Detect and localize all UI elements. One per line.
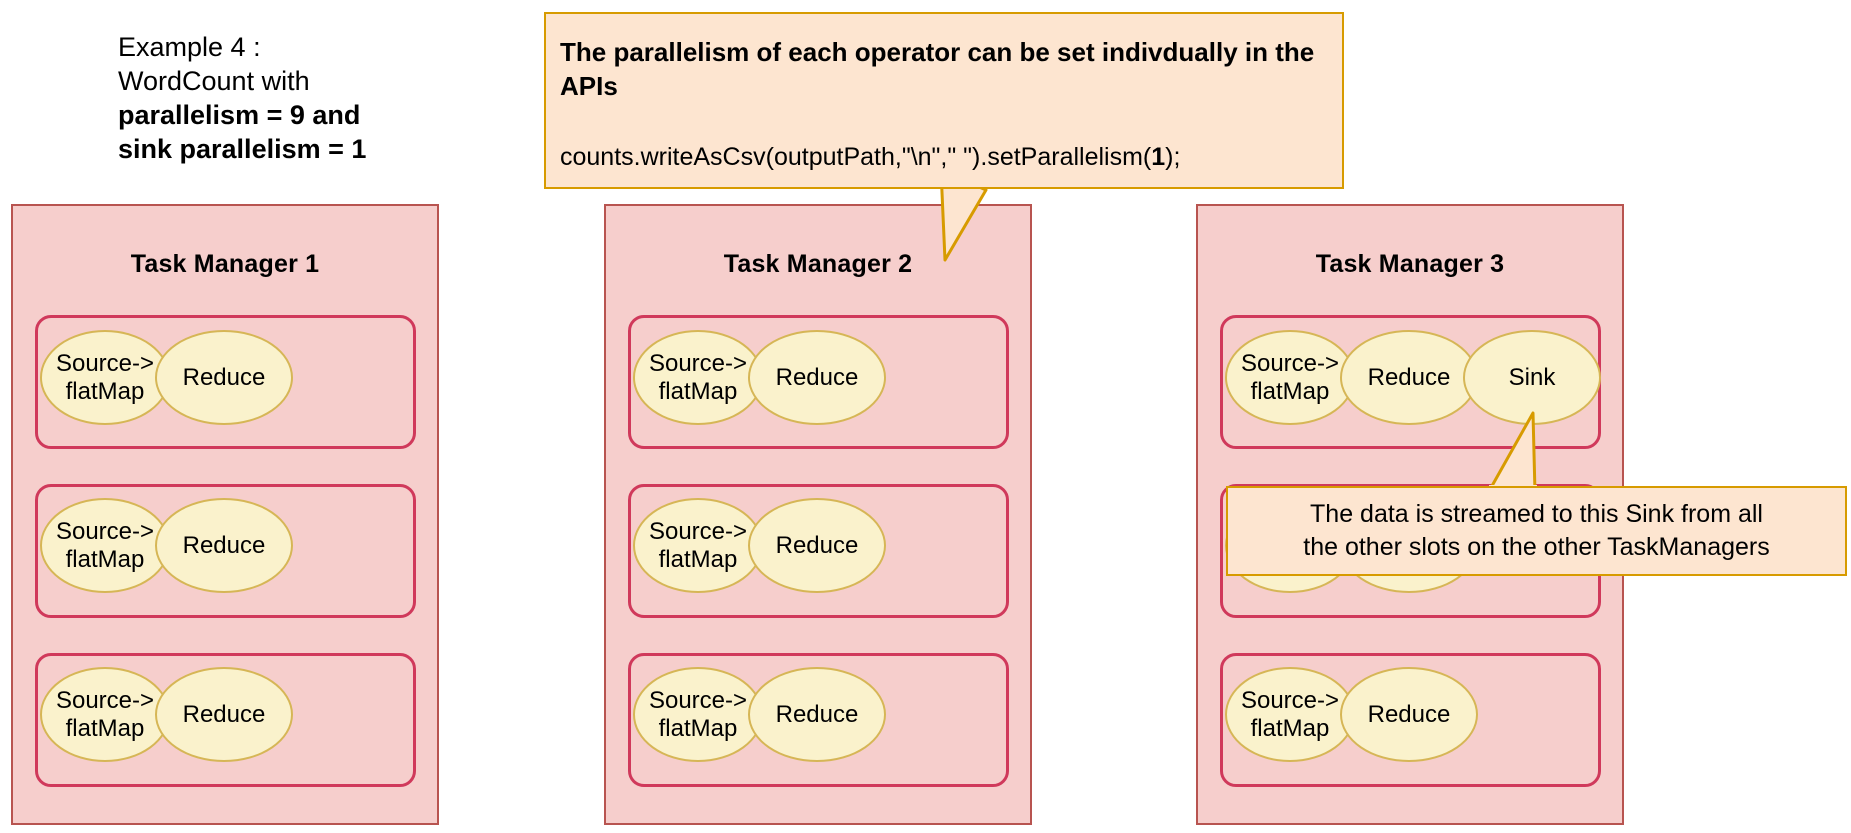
operator-reduce[interactable]: Reduce — [155, 330, 293, 425]
callout-api-code-prefix: counts.writeAsCsv(outputPath,"\n"," ").s… — [560, 142, 1152, 171]
operator-reduce[interactable]: Reduce — [1340, 667, 1478, 762]
operator-source-flatmap[interactable]: Source-> flatMap — [40, 667, 170, 762]
operator-source-flatmap[interactable]: Source-> flatMap — [1225, 330, 1355, 425]
operator-source-flatmap[interactable]: Source-> flatMap — [633, 667, 763, 762]
task-manager-1-slot-2[interactable] — [35, 484, 416, 618]
task-manager-2-title: Task Manager 2 — [723, 250, 913, 278]
callout-api-code-suffix: ); — [1165, 142, 1181, 171]
task-manager-1-title: Task Manager 1 — [130, 250, 320, 278]
task-manager-1-slot-3[interactable] — [35, 653, 416, 787]
diagram-title: Example 4 : WordCount with parallelism =… — [118, 30, 448, 166]
operator-reduce[interactable]: Reduce — [748, 498, 886, 593]
callout-sink-stream[interactable]: The data is streamed to this Sink from a… — [1226, 486, 1847, 576]
callout-api-parallelism[interactable]: The parallelism of each operator can be … — [544, 12, 1344, 189]
callout-api-headline: The parallelism of each operator can be … — [560, 37, 1315, 101]
callout-api-code: counts.writeAsCsv(outputPath,"\n"," ").s… — [560, 142, 1320, 173]
callout-api-code-value: 1 — [1151, 142, 1166, 171]
operator-source-flatmap[interactable]: Source-> flatMap — [40, 498, 170, 593]
title-line-1: Example 4 : — [118, 32, 261, 62]
operator-source-flatmap[interactable]: Source-> flatMap — [633, 330, 763, 425]
operator-reduce[interactable]: Reduce — [1340, 330, 1478, 425]
operator-source-flatmap[interactable]: Source-> flatMap — [40, 330, 170, 425]
task-manager-1-slot-1[interactable] — [35, 315, 416, 449]
task-manager-3-slot-3[interactable] — [1220, 653, 1601, 787]
title-line-3: parallelism = 9 and — [118, 100, 361, 131]
task-manager-2-slot-1[interactable] — [628, 315, 1009, 449]
callout-sink-line-2: the other slots on the other TaskManager… — [1303, 533, 1770, 561]
operator-source-flatmap[interactable]: Source-> flatMap — [633, 498, 763, 593]
operator-sink[interactable]: Sink — [1463, 330, 1601, 425]
operator-reduce[interactable]: Reduce — [748, 330, 886, 425]
task-manager-2-slot-2[interactable] — [628, 484, 1009, 618]
operator-reduce[interactable]: Reduce — [748, 667, 886, 762]
operator-reduce[interactable]: Reduce — [155, 498, 293, 593]
task-manager-3-title: Task Manager 3 — [1315, 250, 1505, 278]
operator-reduce[interactable]: Reduce — [155, 667, 293, 762]
task-manager-2-slot-3[interactable] — [628, 653, 1009, 787]
title-line-4: sink parallelism = 1 — [118, 134, 367, 165]
title-line-2: WordCount with — [118, 66, 310, 97]
operator-source-flatmap[interactable]: Source-> flatMap — [1225, 667, 1355, 762]
callout-sink-line-1: The data is streamed to this Sink from a… — [1310, 500, 1763, 528]
